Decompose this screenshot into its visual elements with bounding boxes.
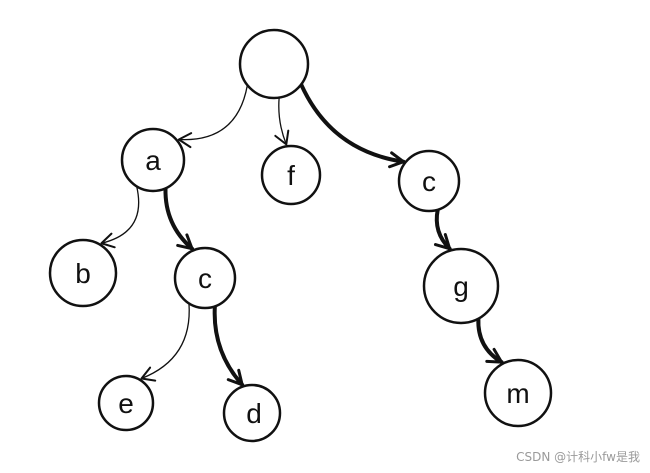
edge-c2-e — [140, 302, 190, 380]
node-c1: c — [397, 149, 461, 213]
edge-root-a — [178, 84, 249, 141]
watermark: CSDN @计科小fw是我 — [516, 450, 640, 464]
node-d-label: d — [246, 398, 262, 429]
arrowhead-c1-g — [433, 233, 452, 251]
edge-a-c2 — [163, 186, 195, 251]
node-d: d — [222, 383, 282, 443]
arrowhead-root-f — [274, 129, 290, 146]
node-m-label: m — [506, 378, 529, 409]
node-g: g — [422, 247, 500, 325]
arrowhead-root-c1 — [388, 151, 405, 169]
edge-root-f — [278, 96, 287, 146]
edge-g-m — [476, 316, 504, 365]
node-c2: c — [173, 246, 237, 310]
arrowhead-root-a — [177, 132, 193, 149]
arrowhead-c2-e — [140, 366, 157, 382]
edge-c2-d — [212, 304, 245, 387]
arrowhead-c2-d — [226, 368, 244, 387]
node-a-label: a — [145, 145, 161, 176]
node-m: m — [483, 358, 553, 428]
node-b-label: b — [75, 258, 91, 289]
edge-c1-g — [434, 207, 452, 251]
arrowhead-a-c2 — [176, 233, 194, 251]
node-c2-label: c — [198, 263, 212, 294]
node-f-label: f — [287, 160, 295, 191]
node-root — [238, 28, 310, 100]
node-a: a — [120, 127, 186, 193]
edge-layer — [100, 82, 504, 387]
arrowhead-g-m — [485, 347, 504, 364]
node-e: e — [97, 374, 155, 432]
node-e-label: e — [118, 388, 134, 419]
node-c1-label: c — [422, 166, 436, 197]
node-g-label: g — [453, 271, 469, 302]
node-f: f — [260, 144, 322, 206]
arrowhead-a-b — [100, 232, 116, 249]
edge-a-b — [100, 185, 140, 244]
edge-root-c1 — [299, 82, 406, 164]
node-b: b — [48, 238, 118, 308]
